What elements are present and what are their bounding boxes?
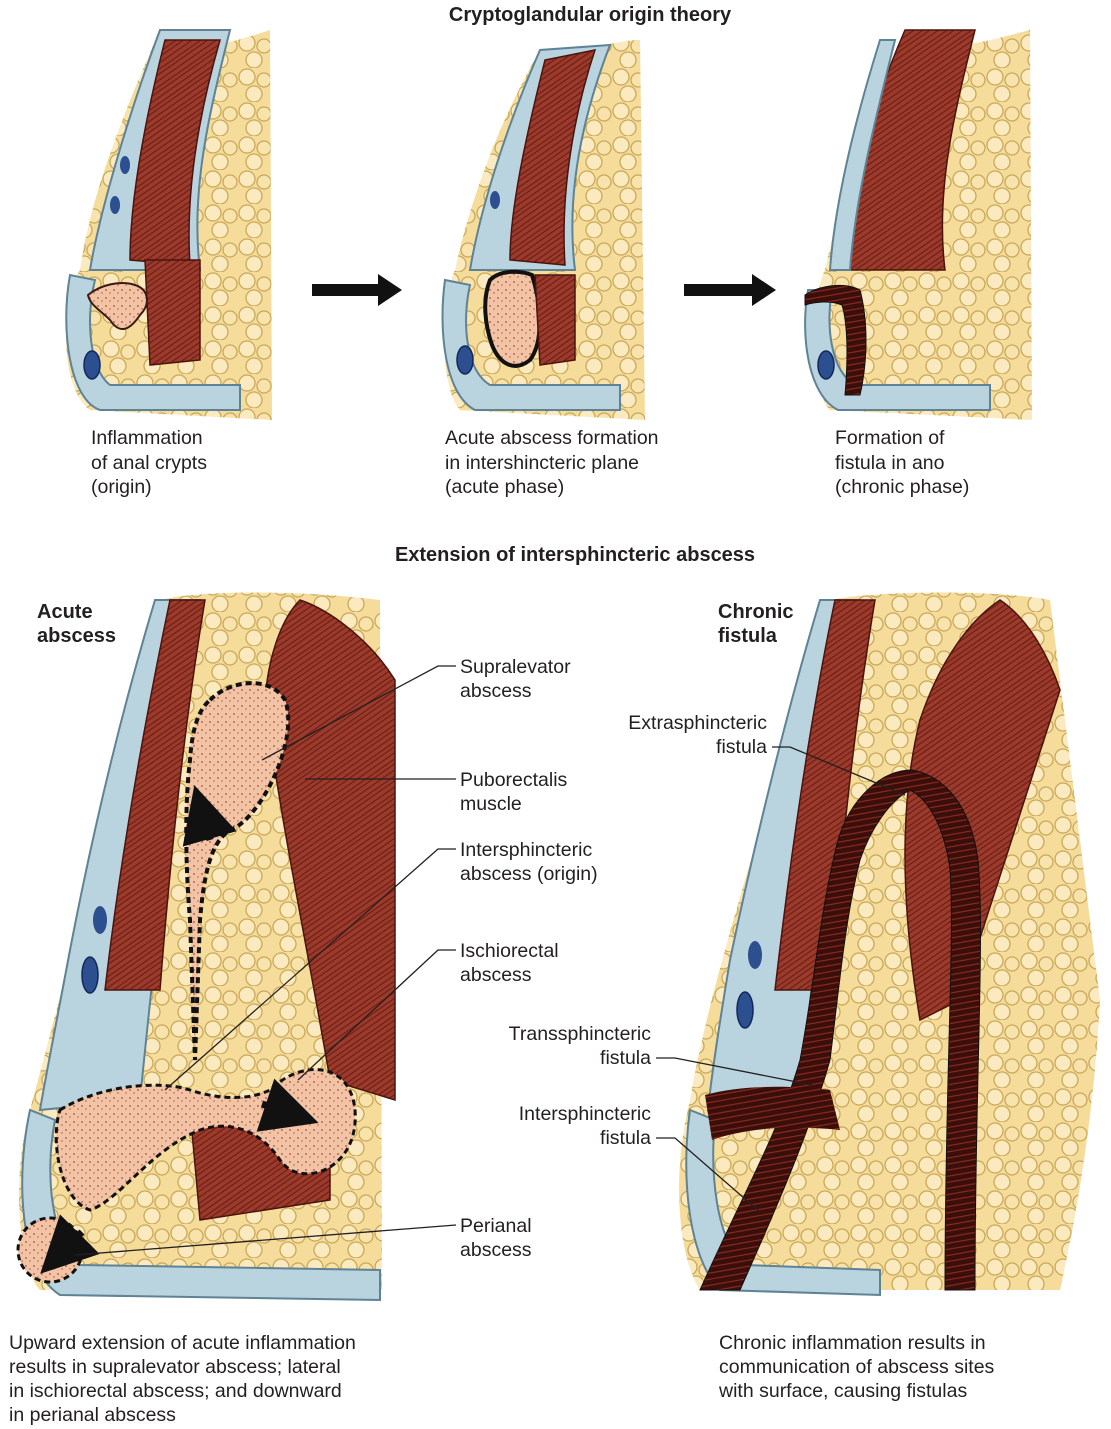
- label-line: abscess: [460, 1238, 532, 1262]
- label-supralevator-abscess: Supralevator abscess: [460, 655, 571, 703]
- label-intersphincteric-fistula: Intersphincteric fistula: [440, 1102, 651, 1150]
- label-line: fistula: [440, 1046, 651, 1070]
- chronic-fistula-anatomy: [679, 593, 1100, 1296]
- bottom-section-title: Extension of intersphincteric abscess: [350, 544, 800, 567]
- top-section-title: Cryptoglandular origin theory: [380, 4, 800, 27]
- heading-line: Chronic: [718, 600, 794, 624]
- label-line: Extrasphincteric: [560, 711, 767, 735]
- stage-1-caption: Inflammation of anal crypts (origin): [91, 426, 207, 500]
- caption-line: Inflammation: [91, 426, 207, 451]
- caption-line: Formation of: [835, 426, 969, 451]
- label-line: muscle: [460, 792, 567, 816]
- caption-line: in perianal abscess: [9, 1403, 356, 1427]
- caption-line: of anal crypts: [91, 451, 207, 476]
- crypt-inflammation-illustration: [66, 30, 272, 420]
- caption-line: in ischiorectal abscess; and downward: [9, 1379, 356, 1403]
- fistula-formation-illustration: [805, 30, 1032, 420]
- label-ischiorectal-abscess: Ischiorectal abscess: [460, 939, 559, 987]
- stage-3-caption: Formation of fistula in ano (chronic pha…: [835, 426, 969, 500]
- label-line: Ischiorectal: [460, 939, 559, 963]
- caption-line: communication of abscess sites: [719, 1355, 994, 1379]
- label-line: Intersphincteric: [460, 838, 598, 862]
- label-line: Intersphincteric: [440, 1102, 651, 1126]
- progression-arrow-1: [312, 274, 402, 306]
- caption-line: Upward extension of acute inflammation: [9, 1331, 356, 1355]
- label-intersphincteric-abscess: Intersphincteric abscess (origin): [460, 838, 598, 886]
- caption-line: (origin): [91, 475, 207, 500]
- acute-caption: Upward extension of acute inflammation r…: [9, 1331, 356, 1427]
- label-puborectalis-muscle: Puborectalis muscle: [460, 768, 567, 816]
- label-extrasphincteric-fistula: Extrasphincteric fistula: [560, 711, 767, 759]
- heading-line: fistula: [718, 624, 794, 648]
- stage-2-caption: Acute abscess formation in intershincter…: [445, 426, 659, 500]
- caption-line: in intershincteric plane: [445, 451, 659, 476]
- caption-line: fistula in ano: [835, 451, 969, 476]
- label-line: abscess (origin): [460, 862, 598, 886]
- label-line: Puborectalis: [460, 768, 567, 792]
- acute-abscess-heading: Acute abscess: [37, 600, 116, 648]
- caption-line: (chronic phase): [835, 475, 969, 500]
- chronic-caption: Chronic inflammation results in communic…: [719, 1331, 994, 1403]
- caption-line: Acute abscess formation: [445, 426, 659, 451]
- label-transsphincteric-fistula: Transsphincteric fistula: [440, 1022, 651, 1070]
- acute-abscess-anatomy: [18, 593, 395, 1301]
- label-line: abscess: [460, 963, 559, 987]
- chronic-fistula-heading: Chronic fistula: [718, 600, 794, 648]
- caption-line: (acute phase): [445, 475, 659, 500]
- label-line: fistula: [560, 735, 767, 759]
- label-line: Transsphincteric: [440, 1022, 651, 1046]
- acute-abscess-illustration: [443, 40, 645, 420]
- progression-arrow-2: [684, 274, 776, 306]
- label-perianal-abscess: Perianal abscess: [460, 1214, 532, 1262]
- heading-line: abscess: [37, 624, 116, 648]
- label-line: Supralevator: [460, 655, 571, 679]
- caption-line: Chronic inflammation results in: [719, 1331, 994, 1355]
- label-line: fistula: [440, 1126, 651, 1150]
- heading-line: Acute: [37, 600, 116, 624]
- caption-line: results in supralevator abscess; lateral: [9, 1355, 356, 1379]
- label-line: Perianal: [460, 1214, 532, 1238]
- label-line: abscess: [460, 679, 571, 703]
- caption-line: with surface, causing fistulas: [719, 1379, 994, 1403]
